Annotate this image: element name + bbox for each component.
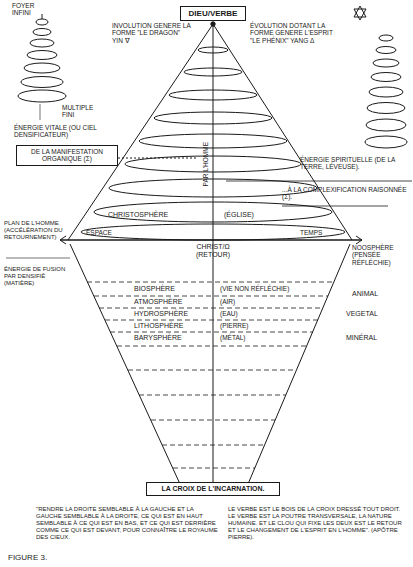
realm-label: VEGETAL: [346, 310, 378, 318]
sphere-note: (MÉTAL): [220, 334, 246, 341]
incarnation-box: LA CROIX DE L'INCARNATION.: [146, 482, 280, 496]
sphere-note: (PIERRE): [220, 322, 249, 329]
evolution-note: ÉVOLUTION DOTANT LA FORME GENERE L'ESPRI…: [250, 22, 334, 44]
sphere-name: NOOSPHÈRE (PENSÉE RÉFLÉCHIE): [352, 244, 412, 266]
plan-note: PLAN DE L'HOMME (ACCÉLÉRATION DU RETOURN…: [4, 220, 84, 241]
energy-note: ÉNERGIE DE FUSION PAR DENSIFIÉ (MATIÈRE): [4, 266, 68, 287]
axis-label: ESPACE: [86, 229, 112, 236]
coil-label: MULTIPLE FINI: [62, 104, 106, 119]
involution-note: INVOLUTION GENERE LA FORME "LE DRAGON" Y…: [112, 22, 192, 44]
figure-caption: FIGURE 3.: [8, 553, 47, 562]
sphere-note: (EAU): [220, 310, 238, 317]
box-text: DIEU/VERBE: [184, 9, 242, 18]
sphere-name: ATMOSPHÈRE: [134, 298, 183, 306]
sphere-name: BIOSPHÈRE: [134, 285, 175, 293]
box-text: LA CROIX DE L'INCARNATION.: [150, 485, 276, 493]
coil-label: FOYER INFINI: [12, 2, 48, 17]
sphere-name: BARYSPHÈRE: [134, 334, 182, 342]
energy-note: ÉNERGIE VITALE (OU CIEL DENSIFICATEUR): [14, 124, 134, 139]
quote-text: "RENDRE LA DROITE SEMBLABLE À LA GAUCHE …: [36, 506, 218, 540]
energy-note: ÉNERGIE SPIRITUELLE (DE LA TERRE, LÉVEUS…: [300, 156, 410, 171]
manifestation-box: DE LA MANIFESTATION ORGANIQUE (Σ): [16, 145, 118, 166]
sphere-note: (ÉGLISE): [224, 211, 254, 219]
axis-label: TEMPS: [300, 229, 322, 236]
sphere-name: LITHOSPHÈRE: [134, 322, 183, 330]
center-label: CHRIST/Ω (RETOUR): [186, 243, 240, 259]
title-box: DIEU/VERBE: [180, 6, 246, 21]
sphere-name: HYDROSPHÈRE: [134, 310, 188, 318]
quote-text: LE VERBE EST LE BOIS DE LA CROIX DRESSÉ …: [228, 506, 404, 540]
box-text: DE LA MANIFESTATION ORGANIQUE (Σ): [20, 148, 114, 163]
realm-label: MINÉRAL: [346, 334, 377, 342]
realm-label: ANIMAL: [352, 290, 378, 298]
sphere-note: (AIR): [220, 298, 235, 305]
axis-label: PAR L'HOMME: [202, 142, 209, 186]
sphere-name: CHRISTOSPHÈRE: [108, 211, 168, 219]
complexification-note: ...À LA COMPLEXIFICATION RAISONNÉE (Σ).: [282, 186, 408, 201]
sphere-note: (VIE NON RÉFLÉCHIE): [220, 285, 289, 292]
